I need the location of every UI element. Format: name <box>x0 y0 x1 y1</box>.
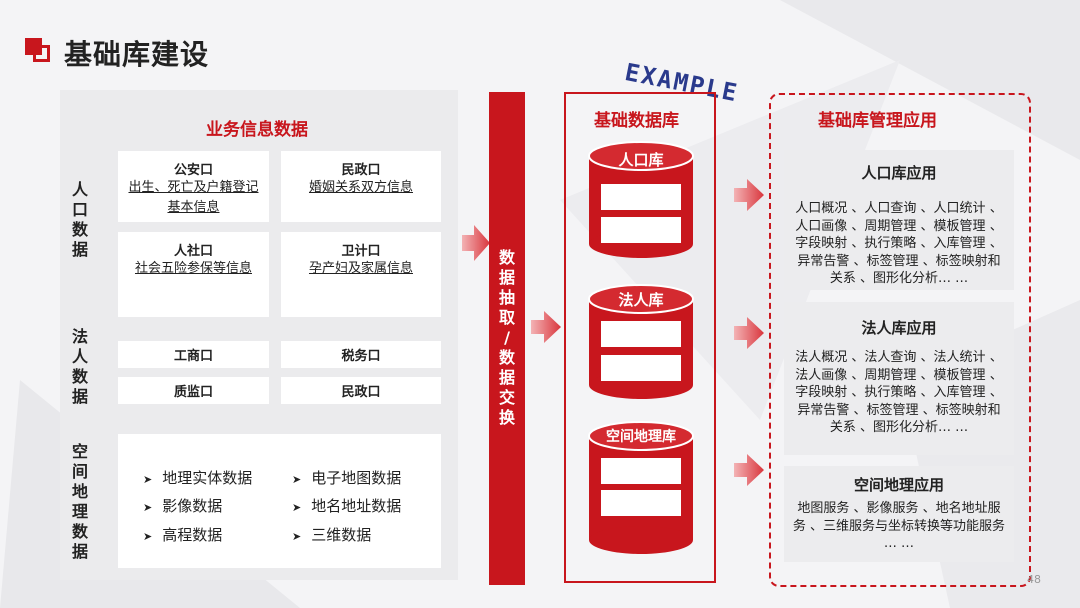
source-box-police: 公安口 出生、死亡及户籍登记基本信息 <box>118 151 269 222</box>
app-card-body: 地图服务 、影像服务 、地名地址服务 、三维服务与坐标转换等功能服务 … … <box>792 501 1006 551</box>
list-item: ➤电子地图数据 <box>292 469 402 487</box>
app-card-title: 人口库应用 <box>861 164 937 182</box>
population-data-label: 人口数据 <box>71 180 88 259</box>
database-cylinder-icon <box>588 421 694 554</box>
source-box-quality: 质监口 <box>118 377 269 404</box>
list-item: ➤影像数据 <box>143 497 223 515</box>
app-card-geo: 空间地理应用 地图服务 、影像服务 、地名地址服务 、三维服务与坐标转换等功能服… <box>784 466 1014 562</box>
base-database-title: 基础数据库 <box>594 111 679 131</box>
arrow-right-icon <box>531 311 561 343</box>
app-card-legal: 法人库应用 法人概况 、法人查询 、法人统计 、法人画像 、周期管理 、模板管理… <box>784 302 1014 455</box>
arrow-right-icon <box>734 454 764 486</box>
app-card-title: 空间地理应用 <box>853 476 944 494</box>
management-apps-title: 基础库管理应用 <box>818 111 937 131</box>
app-card-population: 人口库应用 人口概况 、人口查询 、人口统计 、人口画像 、周期管理 、模板管理… <box>784 150 1014 290</box>
list-item: ➤地名地址数据 <box>292 497 402 515</box>
page-number: 48 <box>1027 573 1041 586</box>
source-box-health: 卫计口 孕产妇及家属信息 <box>281 232 441 317</box>
management-apps-frame <box>769 93 1031 587</box>
geo-data-label: 空间地理数据 <box>71 442 88 561</box>
list-item: ➤地理实体数据 <box>143 469 253 487</box>
data-exchange-bar <box>489 92 525 585</box>
app-card-body: 法人概况 、法人查询 、法人统计 、法人画像 、周期管理 、模板管理 、字段映射… <box>795 350 1003 435</box>
population-db-label: 人口库 <box>618 151 664 169</box>
app-card-title: 法人库应用 <box>861 319 937 337</box>
legal-db-label: 法人库 <box>618 291 664 309</box>
database-cylinder-icon <box>588 284 694 399</box>
data-exchange-label: 数据抽取/数据交换 <box>498 248 515 427</box>
list-item: ➤三维数据 <box>292 526 372 544</box>
source-box-commerce: 工商口 <box>118 341 269 368</box>
source-box-civil: 民政口 婚姻关系双方信息 <box>281 151 441 222</box>
arrow-right-icon <box>462 225 490 261</box>
base-database-frame <box>564 92 716 583</box>
arrow-right-icon <box>734 317 764 349</box>
page-title: 基础库建设 <box>64 38 210 71</box>
list-item: ➤高程数据 <box>143 526 223 544</box>
geo-data-list <box>118 434 441 568</box>
source-box-tax: 税务口 <box>281 341 441 368</box>
legal-data-label: 法人数据 <box>71 327 88 406</box>
database-cylinder-icon <box>588 141 694 258</box>
source-box-civil-legal: 民政口 <box>281 377 441 404</box>
arrow-right-icon <box>734 179 764 211</box>
app-card-body: 人口概况 、人口查询 、人口统计 、人口画像 、周期管理 、模板管理 、字段映射… <box>795 201 1003 286</box>
source-box-social: 人社口 社会五险参保等信息 <box>118 232 269 317</box>
geo-db-label: 空间地理库 <box>606 429 676 445</box>
brand-logo-icon <box>25 38 53 62</box>
business-data-title: 业务信息数据 <box>206 120 308 140</box>
